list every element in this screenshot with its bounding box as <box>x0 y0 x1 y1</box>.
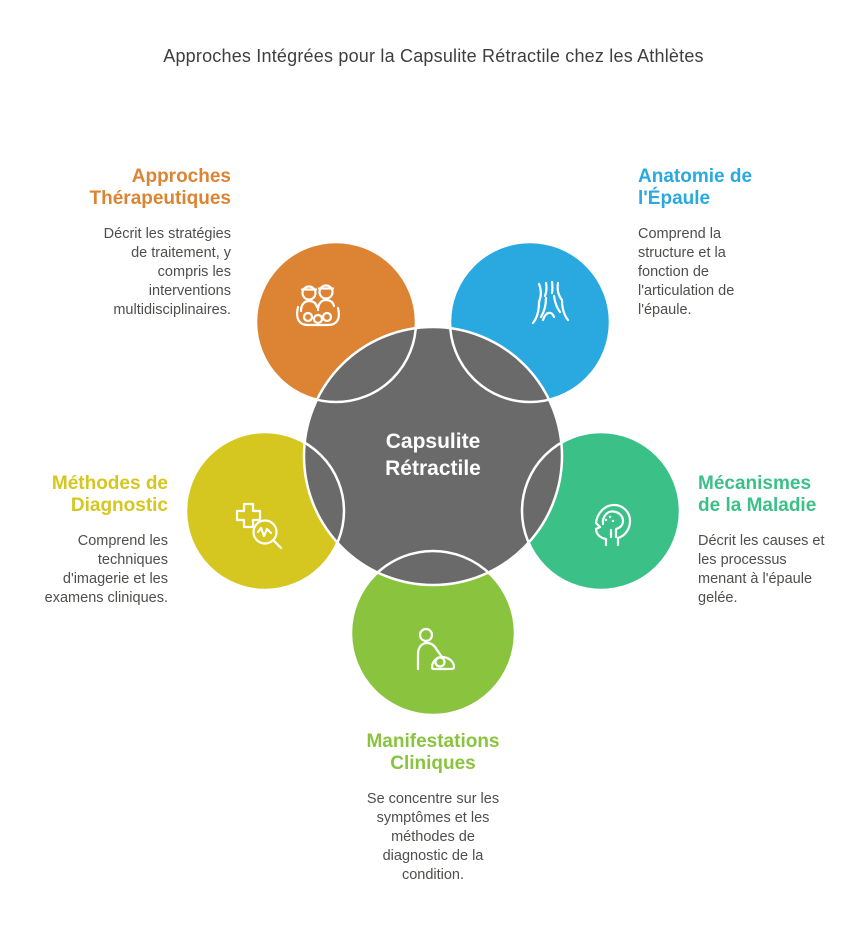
section-approches-therapeutiques: Approches Thérapeutiques Décrit les stra… <box>36 166 231 320</box>
section-heading: Mécanismes de la Maladie <box>698 473 817 516</box>
section-heading: Approches Thérapeutiques <box>89 166 231 209</box>
section-body: Décrit les causes et les processus menan… <box>698 533 825 606</box>
section-manifestations-cliniques: Manifestations Cliniques Se concentre su… <box>328 731 538 885</box>
medical-cross-magnifier-icon <box>235 502 283 550</box>
section-heading: Méthodes de Diagnostic <box>51 473 168 516</box>
section-methodes-diagnostic: Méthodes de Diagnostic Comprend les tech… <box>20 473 168 608</box>
section-body: Se concentre sur les symptômes et les mé… <box>366 791 500 883</box>
section-heading: Anatomie de l'Épaule <box>638 166 753 209</box>
section-anatomie-epaule: Anatomie de l'Épaule Comprend la structu… <box>638 166 783 320</box>
head-profile-brain-icon <box>594 503 632 547</box>
circle-manifestations-cliniques <box>351 551 515 715</box>
section-mecanismes-maladie: Mécanismes de la Maladie Décrit les caus… <box>698 473 856 608</box>
diagram-title: Approches Intégrées pour la Capsulite Ré… <box>163 46 704 66</box>
center-circle <box>304 327 562 585</box>
center-label: Capsulite Rétractile <box>385 430 481 480</box>
section-body: Décrit les stratégies de traitement, y c… <box>103 226 231 318</box>
section-body: Comprend la structure et la fonction de … <box>638 226 735 318</box>
section-heading: Manifestations Cliniques <box>366 731 500 774</box>
caregiver-patient-icon <box>416 627 456 671</box>
section-body: Comprend les techniques d'imagerie et le… <box>44 533 168 606</box>
circle-outlines <box>184 240 682 717</box>
team-people-icon <box>296 284 340 327</box>
shoulder-joint-icon <box>531 280 570 325</box>
